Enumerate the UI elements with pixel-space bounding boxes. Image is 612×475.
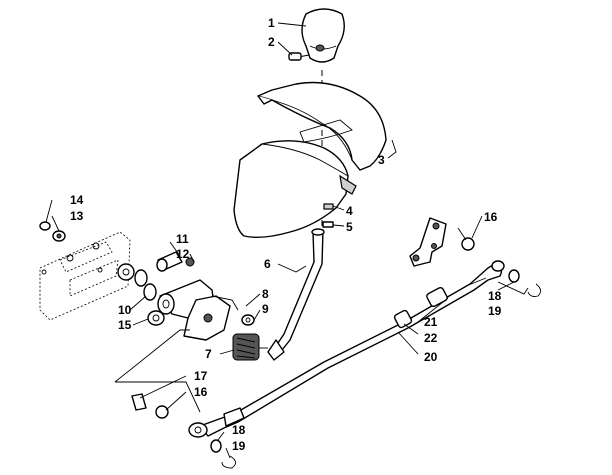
callout-16-lower: 16 bbox=[194, 385, 208, 399]
callout-6: 6 bbox=[264, 257, 271, 271]
callout-21: 21 bbox=[424, 315, 438, 329]
shift-lever bbox=[267, 228, 325, 361]
callout-1: 1 bbox=[268, 16, 275, 30]
callout-19-lower: 19 bbox=[232, 439, 246, 453]
frame-bolt bbox=[39, 221, 66, 242]
clip-part bbox=[323, 203, 334, 210]
callout-18-lower: 18 bbox=[232, 423, 246, 437]
pivot-pin bbox=[156, 251, 195, 272]
callout-13: 13 bbox=[70, 209, 84, 223]
callout-7: 7 bbox=[205, 347, 212, 361]
frame-mount-boss bbox=[117, 263, 135, 281]
callout-14: 14 bbox=[70, 193, 84, 207]
callout-4: 4 bbox=[346, 204, 353, 218]
pivot-shaft-assembly bbox=[157, 279, 239, 341]
o-ring-set bbox=[134, 269, 157, 301]
callout-17: 17 bbox=[194, 369, 208, 383]
washer-part bbox=[241, 314, 255, 326]
leader-lines bbox=[45, 22, 515, 459]
callout-9: 9 bbox=[262, 302, 269, 316]
callout-19-upper: 19 bbox=[488, 304, 502, 318]
knob-screw bbox=[288, 52, 310, 61]
shift-rod-assembly bbox=[188, 260, 505, 438]
callout-15: 15 bbox=[118, 318, 132, 332]
callout-18-upper: 18 bbox=[488, 289, 502, 303]
assembly-bracket-left bbox=[114, 329, 190, 383]
callout-8: 8 bbox=[262, 287, 269, 301]
shift-shroud-lower bbox=[233, 140, 357, 239]
callout-5: 5 bbox=[346, 220, 353, 234]
callout-10: 10 bbox=[118, 303, 132, 317]
callout-12: 12 bbox=[176, 247, 190, 261]
shift-boot-upper bbox=[257, 81, 387, 171]
callout-2: 2 bbox=[268, 35, 275, 49]
bushing-upper bbox=[461, 237, 475, 251]
callout-20: 20 bbox=[424, 350, 438, 364]
callout-22: 22 bbox=[424, 331, 438, 345]
callout-16-upper: 16 bbox=[484, 210, 498, 224]
shift-knob bbox=[301, 8, 345, 63]
rod-end-bolt bbox=[131, 393, 169, 419]
shift-spring bbox=[232, 333, 268, 361]
spacer-part bbox=[322, 221, 334, 228]
lock-nut bbox=[147, 310, 165, 326]
assembly-bracket-right bbox=[457, 227, 467, 241]
callout-11: 11 bbox=[176, 232, 189, 246]
washer-and-cotter-left bbox=[210, 439, 236, 469]
callout-3: 3 bbox=[378, 153, 385, 167]
frame-bracket bbox=[39, 231, 131, 321]
bell-crank bbox=[409, 217, 447, 267]
